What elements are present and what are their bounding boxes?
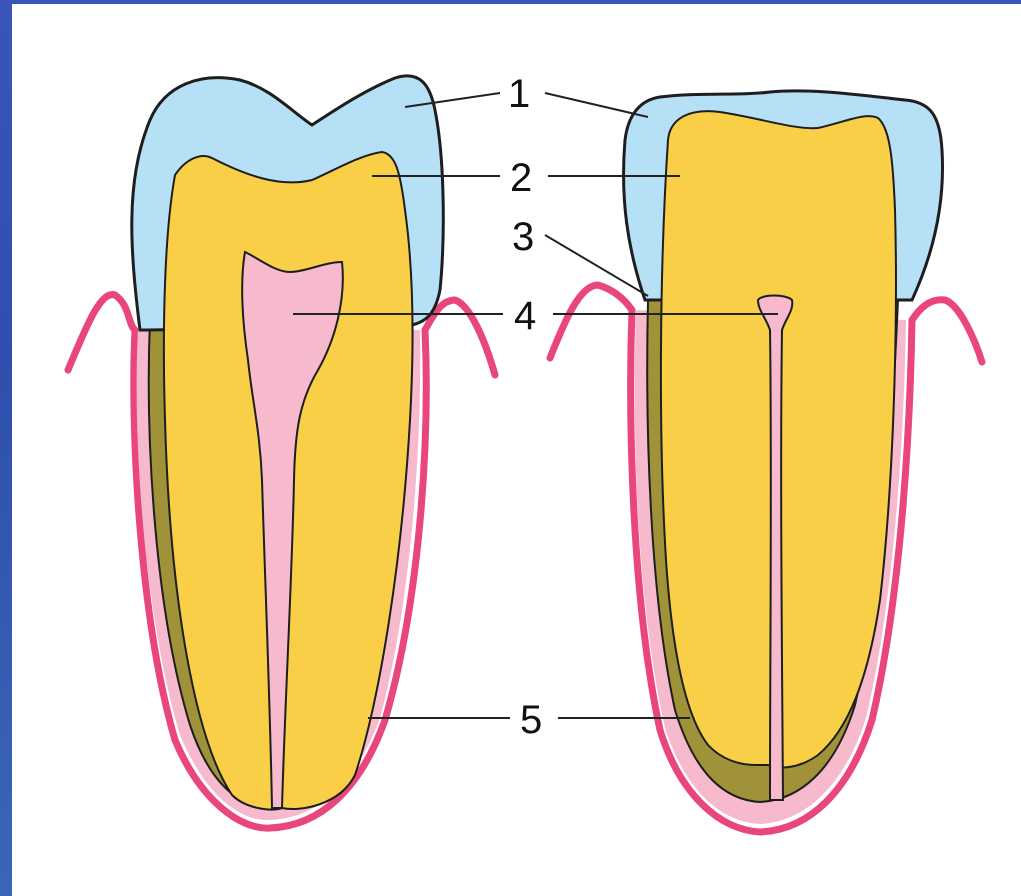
left-tooth <box>68 76 495 828</box>
callout-labels: 1 2 3 4 5 <box>508 72 542 742</box>
callout-label-5: 5 <box>520 698 542 742</box>
callout-label-2: 2 <box>510 156 532 200</box>
right-tooth <box>550 91 982 832</box>
leader-1-right <box>545 93 648 117</box>
callout-label-4: 4 <box>514 294 536 338</box>
callout-label-1: 1 <box>508 72 530 116</box>
callout-label-3: 3 <box>512 215 534 259</box>
